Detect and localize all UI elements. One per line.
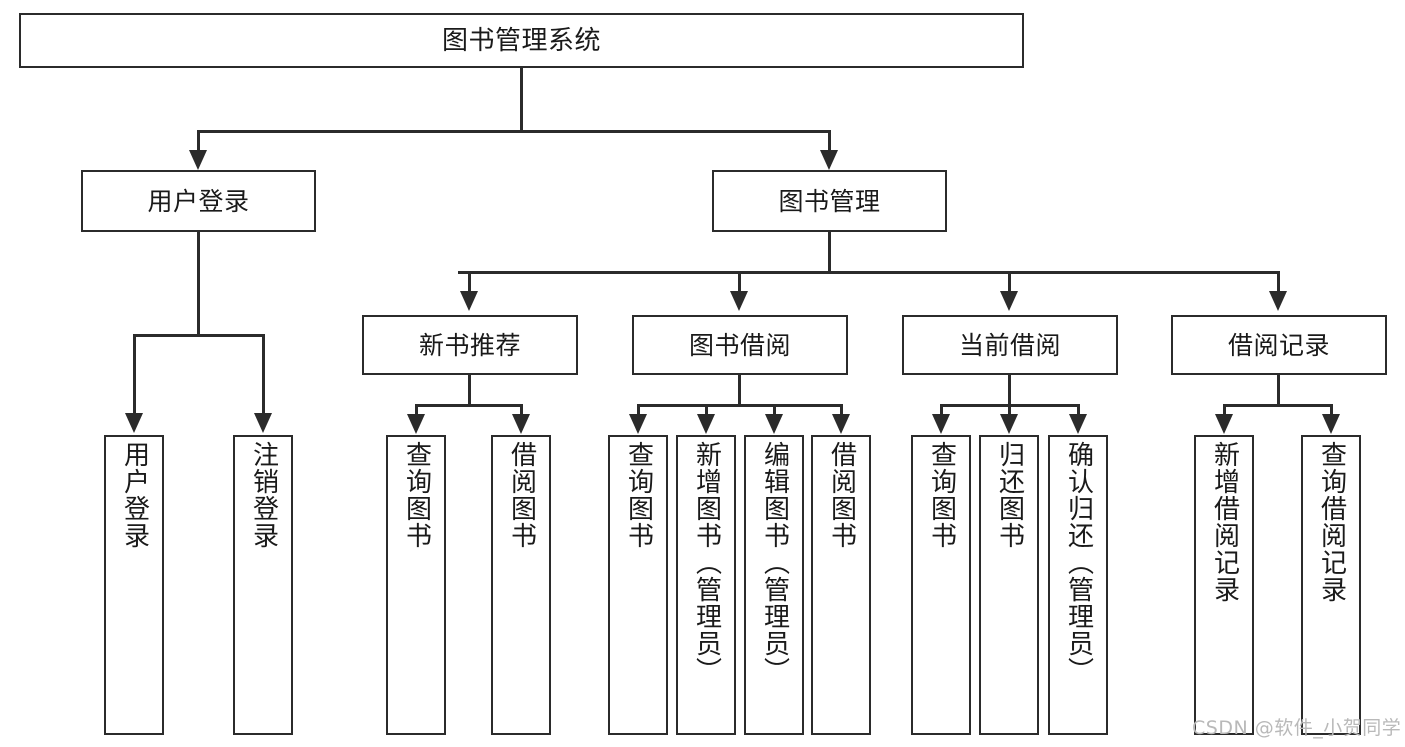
- arrowhead-bb-add-book: [697, 414, 715, 434]
- connector-borrow-record-stem: [1277, 375, 1280, 407]
- connector-drop-book-manage: [828, 130, 831, 152]
- leaf-cb-confirm-return-label: 确认归还（管理员）: [1063, 441, 1094, 684]
- leaf-br-add-record[interactable]: 新增借阅记录: [1194, 435, 1254, 735]
- connector-book-borrow-bus: [637, 404, 843, 407]
- node-new-book-recommendation-label: 新书推荐: [418, 330, 521, 360]
- arrowhead-user-login: [189, 150, 207, 170]
- arrowhead-bb-borrow-book: [832, 414, 850, 434]
- connector-drop-nbr-query-book: [415, 404, 418, 416]
- node-new-book-recommendation[interactable]: 新书推荐: [362, 315, 578, 375]
- leaf-bb-borrow-book-label: 借阅图书: [826, 441, 857, 549]
- watermark: CSDN @软件_小贺同学: [1192, 717, 1402, 739]
- node-user-login[interactable]: 用户登录: [81, 170, 316, 232]
- connector-book-management-stem: [828, 232, 831, 274]
- node-book-management-label: 图书管理: [778, 186, 881, 216]
- leaf-br-add-record-label: 新增借阅记录: [1209, 441, 1240, 603]
- node-borrow-record-label: 借阅记录: [1227, 330, 1330, 360]
- connector-drop-borrow-record: [1277, 271, 1280, 293]
- connector-drop-cb-confirm-return: [1077, 404, 1080, 416]
- leaf-cb-return-book[interactable]: 归还图书: [979, 435, 1039, 735]
- node-borrow-record[interactable]: 借阅记录: [1171, 315, 1387, 375]
- arrowhead-bb-edit-book: [765, 414, 783, 434]
- leaf-bb-edit-book-label: 编辑图书（管理员）: [759, 441, 790, 684]
- arrowhead-nbr-borrow-book: [512, 414, 530, 434]
- leaf-cb-return-book-label: 归还图书: [994, 441, 1025, 549]
- connector-drop-cb-return-book: [1008, 404, 1011, 416]
- arrowhead-cb-confirm-return: [1069, 414, 1087, 434]
- connector-root-stem: [520, 68, 523, 132]
- leaf-bb-add-book[interactable]: 新增图书（管理员）: [676, 435, 736, 735]
- connector-drop-bb-add-book: [705, 404, 708, 416]
- connector-drop-leaf-logout: [262, 334, 265, 415]
- connector-drop-br-query-record: [1330, 404, 1333, 416]
- connector-drop-current-borrow: [1008, 271, 1011, 293]
- arrowhead-new-book-rec: [460, 291, 478, 311]
- leaf-cb-confirm-return[interactable]: 确认归还（管理员）: [1048, 435, 1108, 735]
- connector-drop-cb-query-book: [940, 404, 943, 416]
- connector-user-login-bus: [133, 334, 264, 337]
- connector-drop-br-add-record: [1223, 404, 1226, 416]
- leaf-nbr-borrow-book[interactable]: 借阅图书: [491, 435, 551, 735]
- leaf-user-login[interactable]: 用户登录: [104, 435, 164, 735]
- arrowhead-leaf-logout: [254, 413, 272, 433]
- arrowhead-br-query-record: [1322, 414, 1340, 434]
- leaf-logout-label: 注销登录: [248, 441, 279, 549]
- leaf-nbr-query-book[interactable]: 查询图书: [386, 435, 446, 735]
- arrowhead-leaf-user-login: [125, 413, 143, 433]
- arrowhead-borrow-record: [1269, 291, 1287, 311]
- arrowhead-current-borrow: [1000, 291, 1018, 311]
- connector-drop-user-login: [197, 130, 200, 152]
- leaf-bb-query-book[interactable]: 查询图书: [608, 435, 668, 735]
- leaf-bb-query-book-label: 查询图书: [623, 441, 654, 549]
- node-root-label: 图书管理系统: [441, 25, 601, 56]
- node-current-borrow-label: 当前借阅: [958, 330, 1061, 360]
- leaf-nbr-query-book-label: 查询图书: [401, 441, 432, 549]
- connector-drop-new-book-rec: [468, 271, 471, 293]
- node-current-borrow[interactable]: 当前借阅: [902, 315, 1118, 375]
- leaf-bb-edit-book[interactable]: 编辑图书（管理员）: [744, 435, 804, 735]
- connector-user-login-stem: [197, 232, 200, 337]
- connector-level3-bus: [458, 271, 1280, 274]
- node-user-login-label: 用户登录: [147, 186, 250, 216]
- connector-drop-book-borrow: [738, 271, 741, 293]
- arrowhead-book-borrow: [730, 291, 748, 311]
- connector-drop-nbr-borrow-book: [520, 404, 523, 416]
- leaf-nbr-borrow-book-label: 借阅图书: [506, 441, 537, 549]
- connector-borrow-record-bus: [1223, 404, 1333, 407]
- connector-level2-bus: [197, 130, 829, 133]
- node-book-borrow[interactable]: 图书借阅: [632, 315, 848, 375]
- connector-new-book-rec-stem: [468, 375, 471, 407]
- arrowhead-bb-query-book: [629, 414, 647, 434]
- leaf-bb-borrow-book[interactable]: 借阅图书: [811, 435, 871, 735]
- connector-drop-bb-query-book: [637, 404, 640, 416]
- arrowhead-cb-return-book: [1000, 414, 1018, 434]
- node-book-borrow-label: 图书借阅: [688, 330, 791, 360]
- leaf-cb-query-book[interactable]: 查询图书: [911, 435, 971, 735]
- leaf-cb-query-book-label: 查询图书: [926, 441, 957, 549]
- leaf-br-query-record-label: 查询借阅记录: [1316, 441, 1347, 603]
- arrowhead-cb-query-book: [932, 414, 950, 434]
- leaf-bb-add-book-label: 新增图书（管理员）: [691, 441, 722, 684]
- connector-drop-bb-edit-book: [773, 404, 776, 416]
- leaf-br-query-record[interactable]: 查询借阅记录: [1301, 435, 1361, 735]
- leaf-logout[interactable]: 注销登录: [233, 435, 293, 735]
- leaf-user-login-label: 用户登录: [119, 441, 150, 549]
- arrowhead-book-manage: [820, 150, 838, 170]
- arrowhead-nbr-query-book: [407, 414, 425, 434]
- arrowhead-br-add-record: [1215, 414, 1233, 434]
- connector-book-borrow-stem: [738, 375, 741, 407]
- node-book-management[interactable]: 图书管理: [712, 170, 947, 232]
- connector-drop-leaf-user-login: [133, 334, 136, 415]
- connector-drop-bb-borrow-book: [840, 404, 843, 416]
- connector-current-borrow-stem: [1008, 375, 1011, 407]
- connector-new-book-rec-bus: [415, 404, 523, 407]
- node-root[interactable]: 图书管理系统: [19, 13, 1024, 68]
